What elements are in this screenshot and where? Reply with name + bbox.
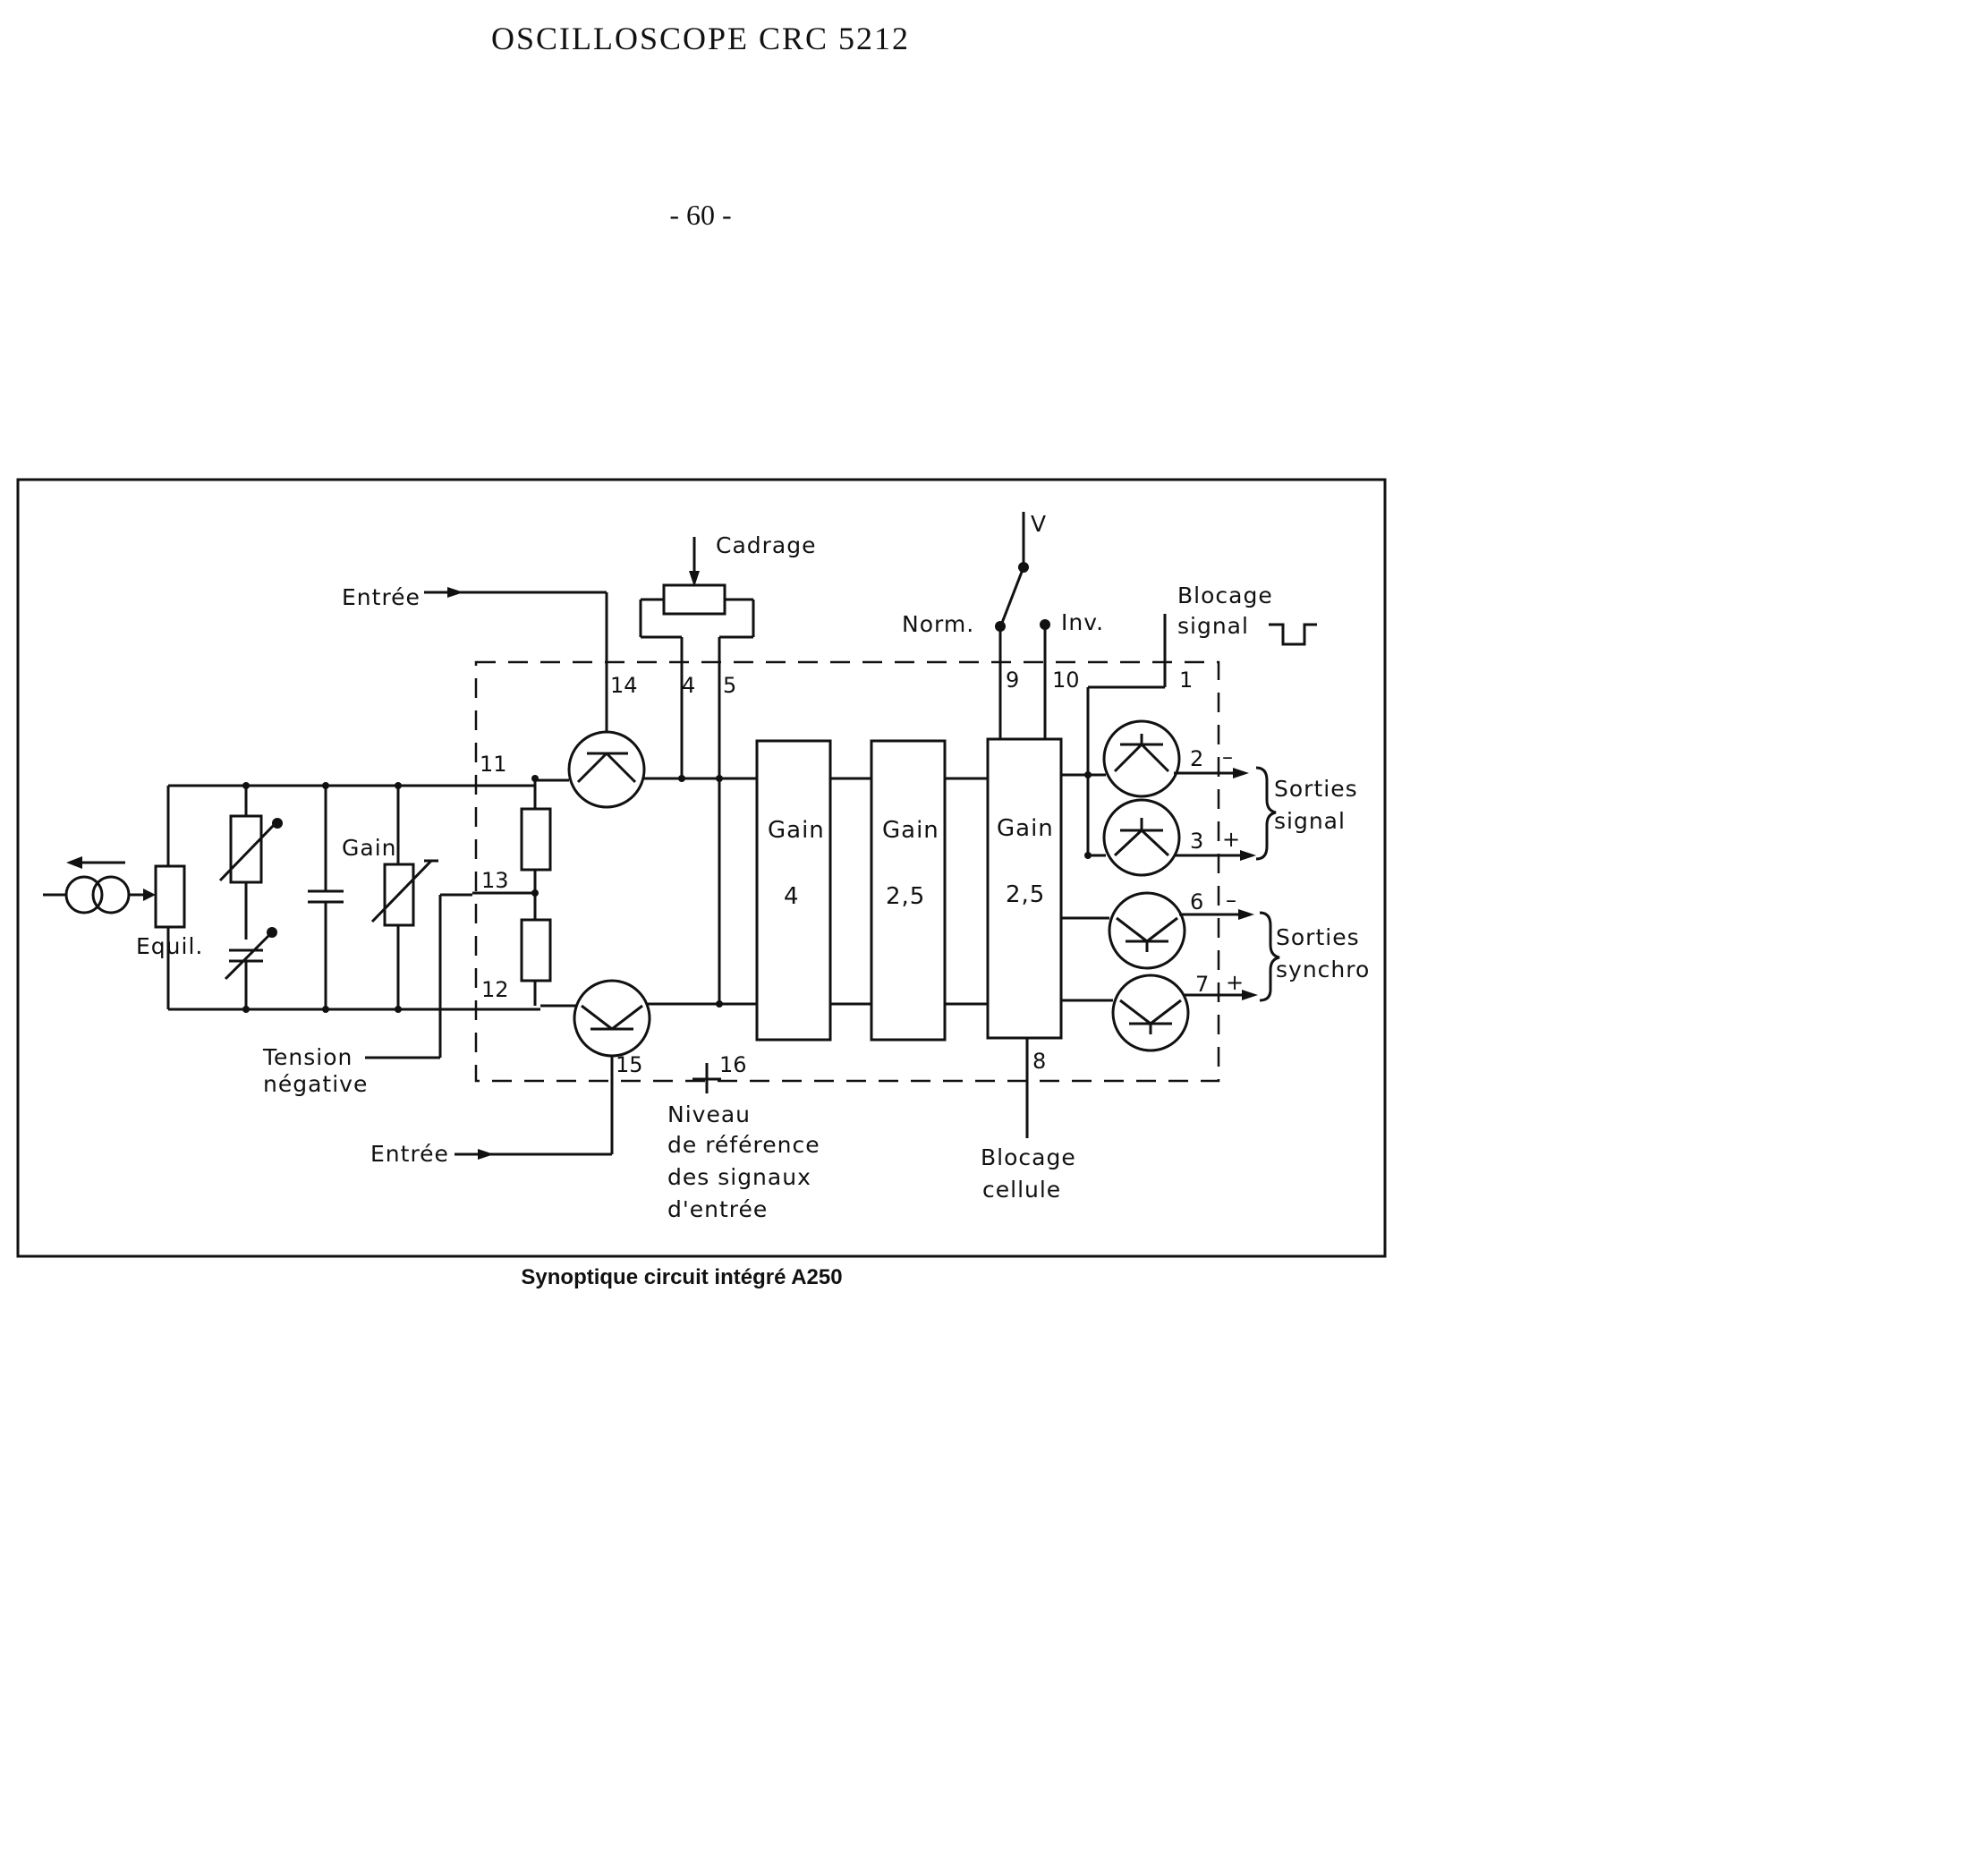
- gain-block-3-label: Gain: [997, 815, 1054, 842]
- transistor-out-3-icon: [1102, 798, 1181, 877]
- figure-caption: Synoptique circuit intégré A250: [521, 1265, 843, 1289]
- capacitor-icon: [308, 786, 344, 1009]
- current-source-icon: [43, 875, 156, 914]
- arrow-left-icon: [66, 856, 125, 869]
- niveau-label-4: d'entrée: [667, 1196, 768, 1222]
- sorties-signal-label-2: signal: [1274, 808, 1346, 834]
- inv-label: Inv.: [1061, 609, 1104, 635]
- pin-7: 7: [1195, 972, 1209, 997]
- brace-sorties-signal: [1255, 766, 1277, 861]
- pin-12: 12: [481, 977, 509, 1002]
- v-label: V: [1031, 511, 1047, 537]
- transistor-out-7-icon: [1111, 974, 1190, 1052]
- gain-block-2-label: Gain: [882, 817, 939, 844]
- sorties-synchro-label-1: Sorties: [1276, 924, 1360, 950]
- gain-block-1-label: Gain: [768, 817, 825, 844]
- gain-potentiometer-icon: [370, 786, 438, 1009]
- transistor-14-icon: [567, 730, 646, 809]
- equil-label: Equil.: [136, 933, 203, 959]
- gain-block-1-value: 4: [784, 883, 800, 910]
- input-stage: Entrée Entrée: [342, 584, 757, 1167]
- norm-inv-switch-icon: [995, 512, 1050, 739]
- pin-8: 8: [1032, 1049, 1046, 1074]
- transistor-out-2-icon: [1102, 719, 1181, 798]
- pin-6: 6: [1190, 889, 1203, 914]
- pin-1: 1: [1179, 668, 1193, 693]
- niveau-label-3: des signaux: [667, 1164, 811, 1190]
- entree-bottom-label: Entrée: [370, 1141, 449, 1167]
- cadrage-label: Cadrage: [716, 532, 817, 558]
- sign-minus-6: –: [1226, 888, 1236, 913]
- variable-resistor-icon: [218, 786, 283, 940]
- pin-10: 10: [1052, 668, 1080, 693]
- gain-block-2-value: 2,5: [886, 883, 925, 910]
- pin-11: 11: [480, 752, 507, 777]
- pin-15: 15: [616, 1052, 643, 1077]
- pin-14: 14: [610, 673, 638, 698]
- equil-resistor: [154, 864, 186, 929]
- variable-capacitor-icon: [224, 927, 277, 1009]
- entree-top-label: Entrée: [342, 584, 421, 610]
- sorties-synchro-label-2: synchro: [1276, 957, 1370, 982]
- blocage-cellule-label-2: cellule: [982, 1177, 1061, 1203]
- pin-16: 16: [719, 1052, 747, 1077]
- transistor-15-icon: [573, 979, 651, 1058]
- pin-4: 4: [682, 673, 695, 698]
- gain-block-3: Gain 2,5: [986, 737, 1063, 1040]
- blocage-cellule-label-1: Blocage: [981, 1144, 1076, 1170]
- sorties-signal-label-1: Sorties: [1274, 776, 1358, 802]
- tension-label-2: négative: [263, 1071, 368, 1097]
- norm-label: Norm.: [902, 611, 974, 637]
- pin-2: 2: [1190, 746, 1203, 771]
- cadrage-potentiometer-icon: [639, 537, 755, 778]
- pin-3: 3: [1190, 829, 1203, 854]
- diagram-frame: [16, 478, 1387, 1258]
- blocage-signal-label-2: signal: [1177, 613, 1249, 639]
- sign-plus-3: +: [1222, 827, 1240, 852]
- tension-label-1: Tension: [262, 1044, 353, 1070]
- sign-plus-7: +: [1226, 970, 1244, 995]
- transistor-out-6-icon: [1108, 891, 1186, 970]
- pin-5: 5: [723, 673, 736, 698]
- brace-sorties-synchro: [1259, 911, 1280, 1002]
- ic-boundary: [474, 660, 1220, 1083]
- niveau-label-1: Niveau: [667, 1101, 751, 1127]
- niveau-label-2: de référence: [667, 1132, 820, 1158]
- pin-13: 13: [481, 868, 509, 893]
- page-number: - 60 -: [669, 199, 732, 231]
- gain-block-1: Gain 4: [755, 739, 832, 1042]
- pin-9: 9: [1006, 668, 1019, 693]
- gain-block-3-value: 2,5: [1006, 881, 1045, 908]
- page-title: OSCILLOSCOPE CRC 5212: [490, 21, 911, 56]
- gain-pot-label: Gain: [342, 835, 396, 861]
- blocage-signal-label-1: Blocage: [1177, 583, 1273, 608]
- external-network: Equil.: [43, 782, 540, 1097]
- pulse-icon: [1269, 623, 1317, 646]
- gain-block-2: Gain 2,5: [870, 739, 947, 1042]
- sign-minus-2: –: [1222, 744, 1233, 770]
